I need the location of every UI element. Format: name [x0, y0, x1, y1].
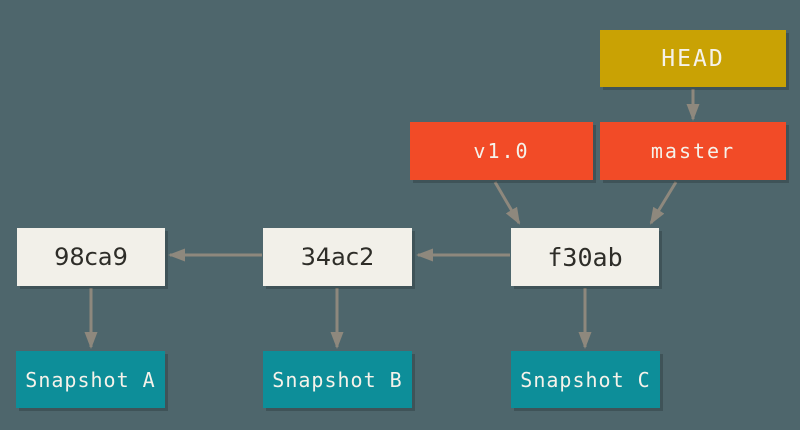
snapshot-c-box: Snapshot C: [511, 351, 660, 408]
snapshot-c-label: Snapshot C: [520, 367, 651, 392]
commit-f30ab-label: f30ab: [547, 242, 623, 272]
commit-34ac2-label: 34ac2: [300, 243, 375, 271]
arrow-master-to-f30ab: [649, 181, 678, 225]
commit-98ca9-box: 98ca9: [17, 228, 165, 286]
head-pointer-box: HEAD: [600, 30, 786, 87]
branch-master-box: master: [600, 122, 786, 180]
snapshot-b-box: Snapshot B: [263, 351, 412, 408]
branch-master-label: master: [650, 139, 736, 163]
commit-34ac2-box: 34ac2: [263, 228, 412, 286]
arrow-v10-to-f30ab: [493, 181, 521, 225]
tag-v1-0-label: v1.0: [473, 139, 530, 163]
head-label: HEAD: [661, 45, 725, 72]
snapshot-a-box: Snapshot A: [16, 351, 165, 408]
snapshot-a-label: Snapshot A: [25, 367, 156, 392]
snapshot-b-label: Snapshot B: [272, 367, 403, 392]
commit-f30ab-box: f30ab: [511, 228, 659, 286]
commit-98ca9-label: 98ca9: [54, 243, 128, 271]
tag-v1-0-box: v1.0: [410, 122, 593, 180]
